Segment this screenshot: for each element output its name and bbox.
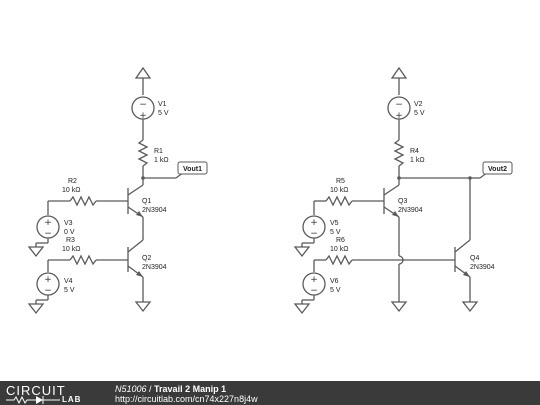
r5-label: R5 [336,178,345,185]
v6-value: 5 V [330,287,341,294]
logo-text-top: CIRCUIT [6,383,66,398]
v3-plus: + [44,218,52,228]
source-v3[interactable]: + − V3 0 V [36,215,75,239]
v6-label: V6 [330,278,339,285]
v4-value: 5 V [64,287,75,294]
q3-value: 2N3904 [398,207,423,214]
q2-value: 2N3904 [142,264,167,271]
v2-minus: − [395,100,403,110]
circuit-name: Travail 2 Manip 1 [154,384,227,394]
ground-q2 [134,301,152,313]
circuit-url-link[interactable]: http://circuitlab.com/cn74x227n8j4w [115,394,258,404]
transistor-q3[interactable]: Q3 2N3904 [383,178,423,218]
source-v4[interactable]: + − V4 5 V [36,272,75,296]
r1-value: 1 kΩ [154,157,169,164]
right-circuit: − + V2 5 V R4 1 kΩ Vout2 Q [293,66,513,315]
v4-plus: + [44,275,52,285]
ground-q4 [461,301,479,313]
vout2-text: Vout2 [488,166,507,173]
resistor-r6[interactable]: R6 10 kΩ [325,237,353,266]
source-v1[interactable]: − + V1 5 V [131,96,169,121]
resistor-r1[interactable]: R1 1 kΩ [137,139,169,167]
v5-plus: + [310,218,318,228]
schematic-canvas: − + V1 5 V R1 1 kΩ Vout1 Q1 [27,66,513,315]
v5-minus: − [310,229,318,239]
v2-plus: + [395,111,403,121]
v3-minus: − [44,229,52,239]
v3-label: V3 [64,220,73,227]
v3-value: 0 V [64,229,75,236]
r2-label: R2 [68,178,77,185]
transistor-q2[interactable]: Q2 2N3904 [127,239,167,278]
output-label-vout2[interactable]: Vout2 [482,161,513,175]
q3-label: Q3 [398,198,407,205]
resistor-r3[interactable]: R3 10 kΩ [62,237,97,266]
circuitlab-logo[interactable]: CIRCUIT LAB [6,383,102,404]
v1-plus: + [139,111,147,121]
left-circuit: − + V1 5 V R1 1 kΩ Vout1 Q1 [27,66,208,315]
logo-text-bottom: LAB [62,395,82,404]
q4-value: 2N3904 [470,264,495,271]
r2-value: 10 kΩ [62,187,80,194]
q2-label: Q2 [142,255,151,262]
title-separator: / [146,384,155,394]
output-label-vout1[interactable]: Vout1 [177,161,208,175]
transistor-q1[interactable]: Q1 2N3904 [127,178,167,225]
source-v5[interactable]: + − V5 5 V [302,215,341,239]
source-v6[interactable]: + − V6 5 V [302,272,341,296]
v4-minus: − [44,286,52,296]
v5-label: V5 [330,220,339,227]
resistor-r4[interactable]: R4 1 kΩ [393,139,425,167]
resistor-r5[interactable]: R5 10 kΩ [325,178,353,207]
circuit-id: N51006 [115,384,147,394]
r4-value: 1 kΩ [410,157,425,164]
v2-label: V2 [414,101,423,108]
r4-label: R4 [410,148,419,155]
q1-value: 2N3904 [142,207,167,214]
v5-value: 5 V [330,229,341,236]
r6-label: R6 [336,237,345,244]
q4-label: Q4 [470,255,479,262]
r1-label: R1 [154,148,163,155]
r3-label: R3 [66,237,75,244]
resistor-r2[interactable]: R2 10 kΩ [62,178,97,207]
v6-minus: − [310,286,318,296]
supply-arrow-v1[interactable] [134,66,152,95]
v1-label: V1 [158,101,167,108]
q1-label: Q1 [142,198,151,205]
r6-value: 10 kΩ [330,246,348,253]
vout1-text: Vout1 [183,166,202,173]
v1-minus: − [139,100,147,110]
v1-value: 5 V [158,110,169,117]
source-v2[interactable]: − + V2 5 V [387,96,425,121]
r5-value: 10 kΩ [330,187,348,194]
circuit-title: N51006 / Travail 2 Manip 1 [115,384,226,394]
transistor-q4[interactable]: Q4 2N3904 [454,239,495,278]
v4-label: V4 [64,278,73,285]
ground-v6 [293,303,311,315]
ground-v5 [293,246,311,258]
supply-arrow-v2[interactable] [390,66,408,95]
logo-circuit-icon [6,396,60,404]
v2-value: 5 V [414,110,425,117]
ground-v4 [27,303,45,315]
r3-value: 10 kΩ [62,246,80,253]
v6-plus: + [310,275,318,285]
ground-q3 [390,301,408,313]
footer-bar: CIRCUIT LAB N51006 / Travail 2 Manip 1 h… [0,381,540,405]
ground-v3 [27,246,45,258]
